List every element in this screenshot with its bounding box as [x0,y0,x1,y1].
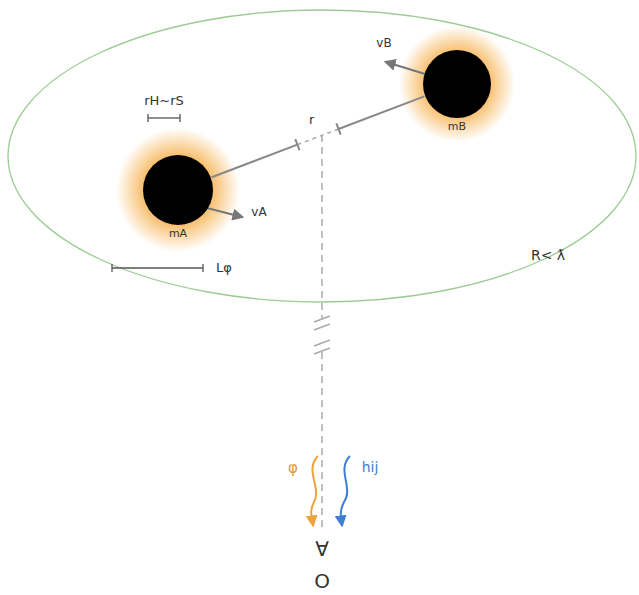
symbol-label: ∀ [315,538,329,560]
line-of-sight [314,135,330,528]
symbol-label: R< ƛ [531,248,565,263]
scale-bar [148,114,180,122]
glow [116,128,240,252]
break-tick [336,123,340,134]
scalar-wave [311,456,318,525]
velocity-arrow [207,208,242,217]
break-tick [295,139,299,150]
black-hole-disc [423,50,491,118]
black-hole: mA [143,155,213,243]
symbol-label: rH~rS [144,94,184,108]
scale-bar [112,264,203,272]
symbol-label: hij [362,460,379,475]
black-hole: mB [423,50,491,136]
symbol-label: Lφ [216,261,232,275]
symbol-label: vA [251,206,266,219]
velocity-arrow [386,62,425,74]
symbol-label: O [314,570,330,592]
mass-label: mA [169,228,187,240]
glow [399,26,515,142]
break-segment [297,129,338,145]
symbol-label: φ [288,460,298,477]
mass-label: mB [448,121,466,133]
symbol-label: vB [376,37,391,50]
separation-line [212,96,425,177]
black-hole-disc [143,155,213,225]
tensor-wave [341,456,350,525]
separation-label: r [307,113,316,127]
